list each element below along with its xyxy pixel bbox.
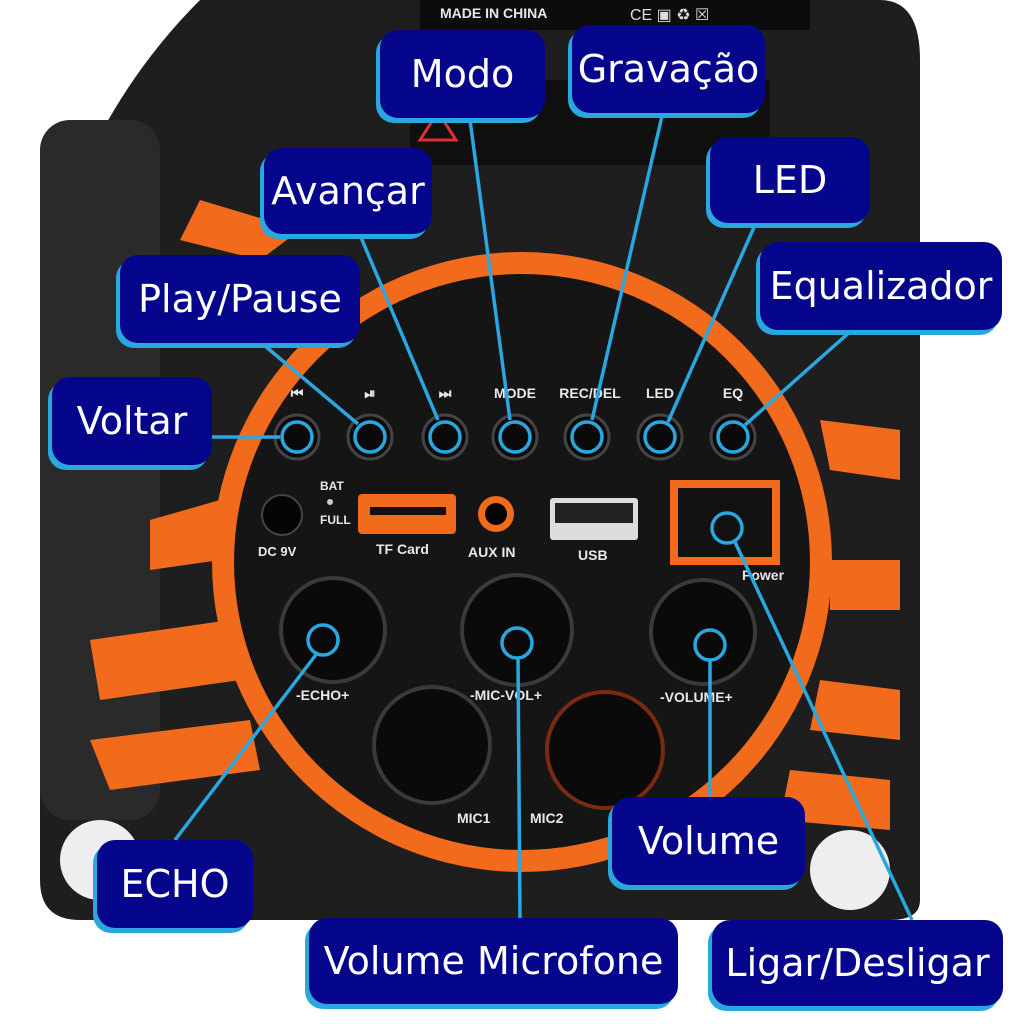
bat-label: BAT: [320, 479, 344, 493]
callout-leaders: [173, 115, 914, 921]
mic2-jack: [545, 690, 665, 810]
led-label: LED: [646, 385, 674, 401]
callout-play-pause: Play/Pause: [120, 255, 360, 343]
callout-avancar: Avançar: [264, 148, 432, 234]
echo-label: -ECHO+: [296, 687, 349, 703]
dc-label: DC 9V: [258, 544, 297, 559]
dc-jack: [261, 494, 303, 536]
callout-gravacao: Gravação: [572, 25, 765, 113]
mic-vol-label: -MIC-VOL+: [470, 687, 542, 703]
rec-del-label: REC/DEL: [559, 385, 621, 401]
aux-label: AUX IN: [468, 544, 515, 560]
next-symbol: ⏭: [439, 385, 452, 401]
play-symbol: ⏯: [364, 385, 375, 401]
mic1-label: MIC1: [457, 810, 491, 826]
mode-label: MODE: [494, 385, 536, 401]
callout-volume: Volume: [612, 797, 805, 885]
bat-indicator: [327, 499, 333, 505]
power-switch[interactable]: [678, 488, 772, 557]
mic1-jack: [372, 685, 492, 805]
orange-stripes: [90, 200, 900, 830]
callout-echo: ECHO: [97, 840, 253, 928]
made-in-label: MADE IN CHINA: [440, 5, 547, 21]
mic2-label: MIC2: [530, 810, 564, 826]
usb-label: USB: [578, 547, 608, 563]
warning-icon: [417, 109, 459, 142]
callout-equalizador: Equalizador: [760, 242, 1002, 330]
callout-voltar: Voltar: [52, 377, 212, 465]
full-label: FULL: [320, 513, 351, 527]
callout-ligar-desligar: Ligar/Desligar: [712, 920, 1003, 1006]
tf-label: TF Card: [376, 541, 429, 557]
callout-modo: Modo: [380, 30, 545, 118]
callout-volume-microfone: Volume Microfone: [309, 918, 678, 1004]
side-handle: [40, 120, 160, 820]
volume-label: -VOLUME+: [660, 689, 733, 705]
eq-label: EQ: [723, 385, 743, 401]
prev-symbol: ⏮: [291, 385, 304, 401]
callout-led: LED: [710, 137, 870, 223]
rubber-foot-right: [810, 830, 890, 910]
certification-icons: CE ▣ ♻ ☒: [630, 7, 709, 24]
